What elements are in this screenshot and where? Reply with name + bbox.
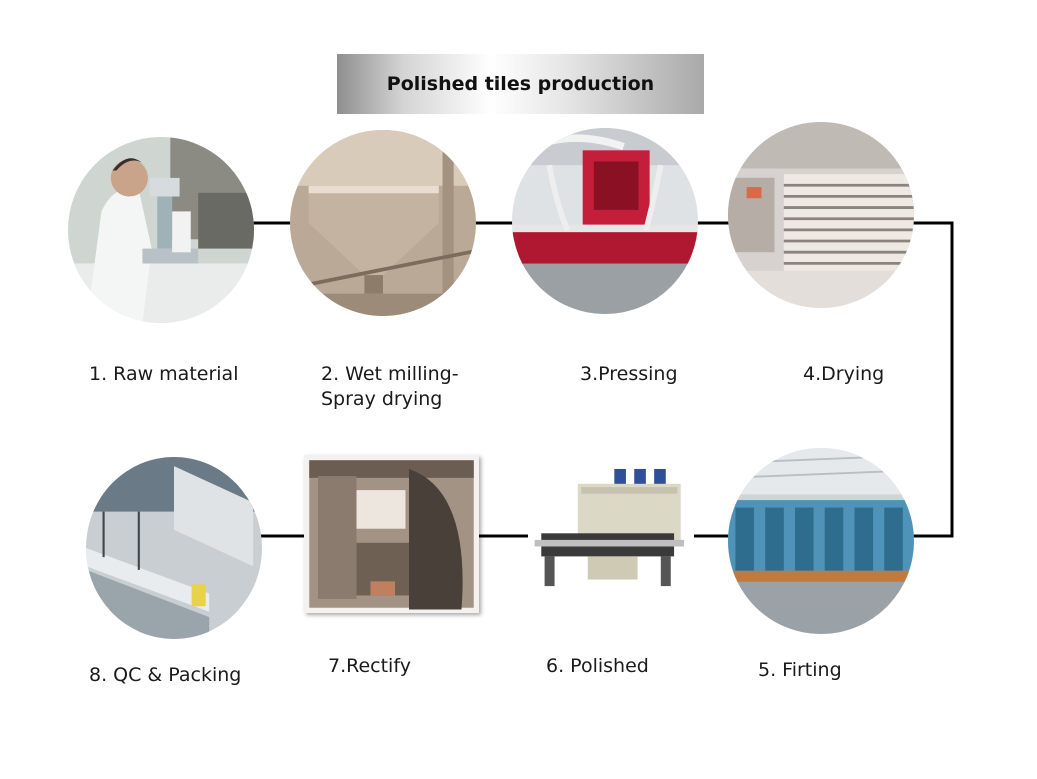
step-3-image bbox=[512, 128, 698, 314]
step-2-label-line-2: Spray drying bbox=[321, 388, 443, 410]
rectify-machine-photo-icon bbox=[304, 455, 479, 613]
step-1-label: 1. Raw material bbox=[89, 363, 239, 385]
polishing-machine-photo-icon bbox=[528, 464, 694, 596]
step-5-label: 5. Firting bbox=[758, 659, 842, 681]
connector-4-5 bbox=[906, 221, 954, 538]
step-7-label: 7.Rectify bbox=[328, 655, 411, 677]
title-banner: Polished tiles production bbox=[337, 54, 704, 114]
step-6-label: 6. Polished bbox=[546, 655, 649, 677]
step-6-image bbox=[528, 464, 694, 596]
step-4-image bbox=[728, 122, 914, 308]
press-machine-photo-icon bbox=[512, 128, 698, 314]
kiln-line-photo-icon bbox=[728, 448, 914, 634]
step-2-label-line-1: 2. Wet milling- bbox=[321, 363, 459, 385]
step-8-label: 8. QC & Packing bbox=[89, 664, 242, 686]
step-8-image bbox=[86, 457, 262, 639]
step-7-image bbox=[304, 455, 479, 613]
packing-line-photo-icon bbox=[86, 457, 262, 639]
step-1-image bbox=[68, 137, 254, 323]
microscope-lab-photo-icon bbox=[68, 137, 254, 323]
spray-dryer-tank-photo-icon bbox=[290, 130, 476, 316]
step-2-image bbox=[290, 130, 476, 316]
step-3-label: 3.Pressing bbox=[580, 363, 678, 385]
step-5-image bbox=[728, 448, 914, 634]
page-title: Polished tiles production bbox=[386, 73, 655, 95]
step-4-label: 4.Drying bbox=[803, 363, 885, 385]
dryer-racks-photo-icon bbox=[728, 122, 914, 308]
